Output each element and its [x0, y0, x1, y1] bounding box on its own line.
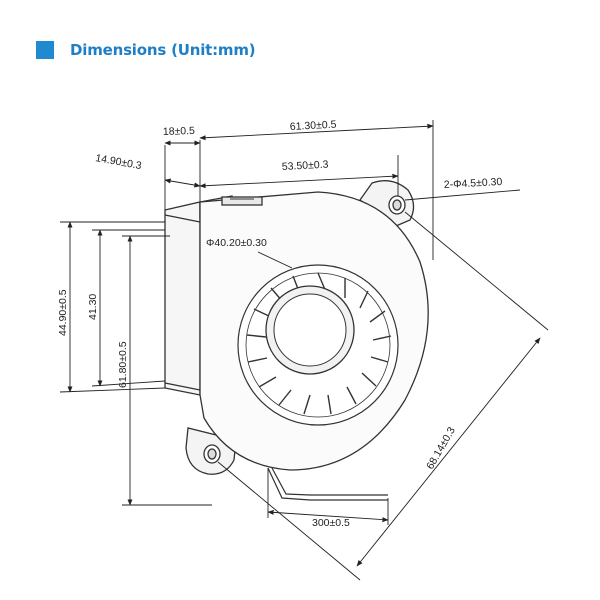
dim-left-offset: 14.90±0.3: [94, 152, 142, 172]
dim-cable-length: 300±0.5: [312, 517, 350, 529]
dim-overall-length: 61.30±0.5: [290, 119, 337, 133]
dimension-lines: [59, 120, 549, 581]
dim-inner-length: 53.50±0.3: [282, 159, 329, 173]
section-title: Dimensions (Unit:mm): [70, 41, 256, 59]
dim-height-inner: 41.30: [87, 294, 99, 320]
section-marker-square: [36, 41, 54, 59]
impeller: [237, 264, 399, 426]
outlet-side: [164, 201, 201, 396]
dim-height-total: 61.80±0.5: [117, 341, 129, 388]
dim-height-outer: 44.90±0.5: [57, 289, 69, 336]
dim-inlet-diameter: Φ40.20±0.30: [206, 237, 267, 249]
dim-hole-spacing: 68.14±0.3: [424, 425, 458, 472]
cable: [267, 467, 388, 501]
section-header: Dimensions (Unit:mm): [36, 41, 256, 59]
dim-top-offset: 18±0.5: [163, 125, 196, 138]
dim-hole-spec: 2-Φ4.5±0.30: [444, 176, 503, 191]
